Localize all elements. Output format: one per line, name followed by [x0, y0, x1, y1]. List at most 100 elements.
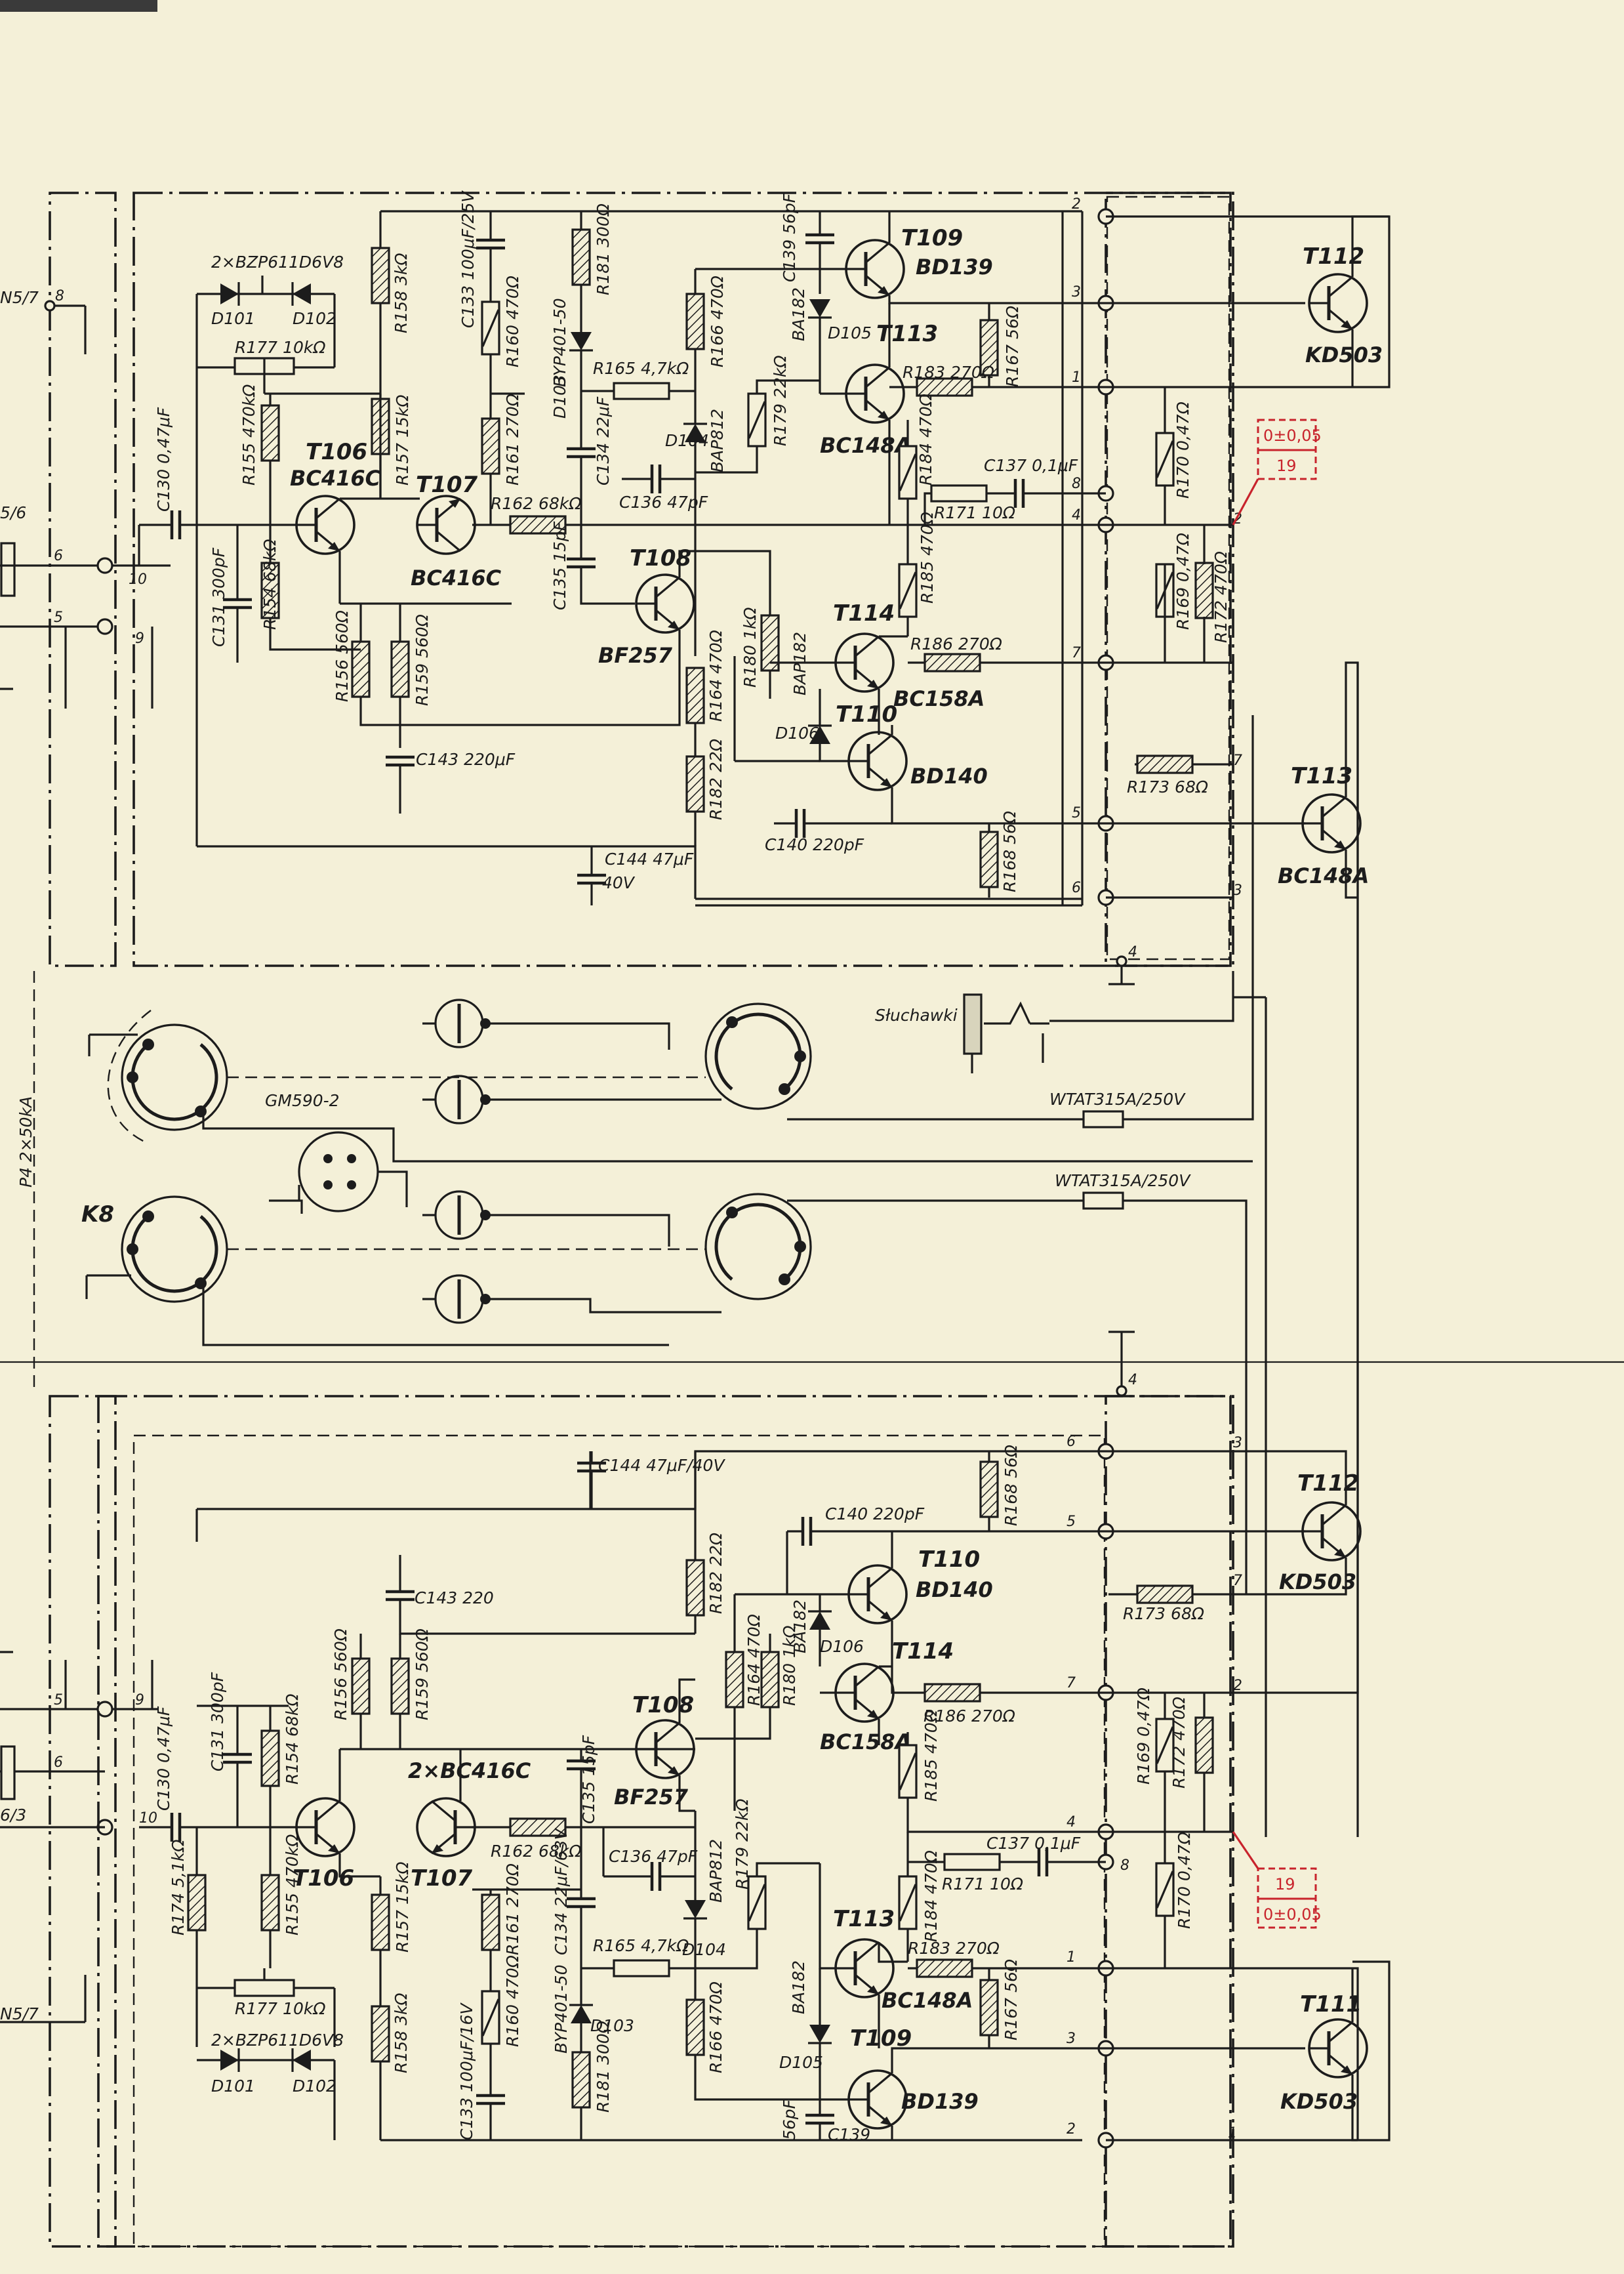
ba182c-label: BA182	[789, 1960, 808, 2014]
svg-text:8: 8	[1120, 1857, 1129, 1874]
emitter-resistors-bottom: R173 68Ω R169 0,47Ω R172 470Ω R170 0,47Ω	[1108, 1584, 1233, 1968]
t114-part: BC158A	[893, 686, 985, 711]
zener-block-bottom: R177 10kΩ 2×BZP611D6V8 D101 D102 R158 3k…	[195, 1968, 411, 2140]
r159b-label: R159 560Ω	[413, 1628, 432, 1720]
r155-label: R155 470kΩ	[239, 384, 258, 486]
svg-text:7: 7	[1066, 1675, 1076, 1691]
c140-bottom: C140 220pF R168 56Ω	[786, 1445, 1106, 1594]
t112b-part: KD503	[1279, 1569, 1356, 1594]
d102-label: D102	[293, 309, 336, 328]
t110b-part: BD140	[916, 1577, 993, 1602]
t107b-label: T107	[411, 1865, 473, 1892]
r182b-label: R182 22Ω	[706, 1533, 725, 1614]
d106b-label: D106	[820, 1637, 864, 1656]
bap812-label: BAP812	[708, 409, 727, 472]
r169b-label: R169 0,47Ω	[1134, 1687, 1153, 1785]
zener-label: 2×BZP611D6V8	[211, 253, 344, 272]
d106-label: D106	[775, 724, 819, 743]
svg-text:2: 2	[1233, 511, 1242, 527]
edge-label-n5-7-bottom: N5/7	[0, 2004, 39, 2023]
r181b-label: R181 300Ω	[594, 2021, 613, 2113]
r179-label: R179 22kΩ	[771, 356, 790, 446]
c140-label: C140 220pF	[765, 835, 864, 854]
fuse2-label: WTAT315A/250V	[1055, 1171, 1191, 1190]
t114b-label: T114	[892, 1638, 954, 1664]
c144b-label: C144 47μF/40V	[598, 1456, 725, 1475]
svg-text:4: 4	[1066, 1814, 1076, 1830]
svg-text:6: 6	[54, 548, 63, 564]
ba182b-label: BA182	[790, 1600, 809, 1653]
r154b-label: R154 68kΩ	[283, 1694, 302, 1785]
c144-label: C144 47μF	[605, 850, 694, 869]
svg-text:2: 2	[1072, 196, 1081, 213]
d102b-label: D102	[293, 2077, 336, 2096]
svg-text:5: 5	[1072, 805, 1081, 821]
t106b-label: T106	[293, 1865, 354, 1892]
r182-label: R182 22Ω	[706, 739, 725, 820]
svg-text:9: 9	[135, 631, 144, 647]
r173b-label: R173 68Ω	[1123, 1604, 1204, 1623]
r171-label: R171 10Ω	[934, 503, 1015, 522]
svg-text:4: 4	[1072, 507, 1081, 524]
t114b-part: BC158A	[820, 1729, 911, 1754]
fuse1-label: WTAT315A/250V	[1049, 1090, 1186, 1109]
din-socket	[269, 1131, 408, 1214]
t111b-part: KD503	[1280, 2089, 1358, 2114]
r184-label: R184 470Ω	[916, 394, 935, 486]
svg-text:3: 3	[1233, 882, 1242, 899]
t111-label: T112	[1303, 243, 1364, 270]
r162-label: R162 68kΩ	[491, 494, 581, 513]
edge-label-5-6: 5/6	[0, 503, 26, 522]
c136b-label: C136 47pF	[609, 1847, 698, 1866]
t106-label: T106	[306, 439, 367, 465]
zener-b-label: 2×BZP611D6V8	[211, 2031, 344, 2050]
r177b-label: R177 10kΩ	[235, 1999, 325, 2018]
c137-label: C137 0,1μF	[984, 456, 1078, 475]
svg-text:8: 8	[1072, 476, 1081, 492]
r156b-label: R156 560Ω	[331, 1628, 350, 1720]
t112-label: T113	[1291, 763, 1352, 789]
r170-label: R170 0,47Ω	[1173, 402, 1192, 499]
c134-label: C134 22μF	[594, 396, 613, 486]
r169-label: R169 0,47Ω	[1173, 533, 1192, 630]
bap182-label: BAP182	[790, 632, 809, 695]
c133b-label: C133 100μF/16V	[457, 2002, 476, 2140]
r174-label: R174 5,1kΩ	[169, 1840, 188, 1935]
c139b-label: C139	[828, 2125, 870, 2144]
t108-label: T108	[630, 545, 691, 571]
r186b-label: R186 270Ω	[924, 1706, 1015, 1726]
svg-text:7: 7	[1233, 1573, 1242, 1589]
emitter-resistors-top: R170 0,47Ω R169 0,47Ω R172 470Ω R173 68Ω…	[1127, 387, 1242, 899]
r180-label: R180 1kΩ	[741, 607, 760, 688]
middle-section: GM590-2 K8 Słuchawki WTAT315A/250V WTAT3…	[81, 715, 1254, 1594]
marker-bottom-value: 0±0,05	[1263, 1905, 1322, 1924]
t114-t110-top: R185 470Ω T114 BC158A R186 270Ω R180 1kΩ…	[695, 512, 1106, 898]
t110-t114-bottom: R164 470Ω R180 1kΩ BA182 D106 T110 BD140…	[695, 1531, 1106, 1970]
c131-label: C131 300pF	[209, 547, 228, 647]
t110-label: T110	[836, 701, 897, 728]
valves	[422, 1000, 721, 1323]
zener-block-top: 2×BZP611D6V8 D101 D102 R177 10kΩ	[195, 253, 380, 846]
bias-network-top: C133 100μF/25V R160 470Ω R161 270Ω R181 …	[458, 190, 708, 610]
r183b-label: R183 270Ω	[908, 1939, 1000, 1958]
t111-part: KD503	[1305, 342, 1383, 367]
c131b-label: C131 300pF	[208, 1672, 227, 1771]
r170b-label: R170 0,47Ω	[1175, 1832, 1194, 1929]
t109b-label: T109	[850, 2025, 912, 2052]
svg-text:7: 7	[1072, 645, 1081, 661]
d103b-label: D103	[590, 2016, 634, 2035]
r172b-label: R172 470Ω	[1169, 1697, 1188, 1788]
d105-label: D105	[828, 323, 872, 342]
c135b-label: C135 15pF	[579, 1735, 598, 1824]
t106-part: BC416C	[290, 466, 381, 491]
c135-label: C135 15pF	[550, 521, 569, 610]
t113b-label: T113	[833, 1906, 895, 1932]
input-bottom: 56 9 10 6/3 N5/7	[0, 1651, 157, 2023]
socket-label: GM590-2	[265, 1091, 340, 1110]
c139-label: C139 56pF	[780, 193, 799, 282]
t109-part: BD139	[916, 255, 993, 279]
svg-text:3: 3	[1233, 1435, 1242, 1451]
t113-label: T113	[876, 321, 938, 347]
svg-text:3: 3	[1072, 284, 1081, 300]
c140b-label: C140 220pF	[825, 1504, 925, 1523]
